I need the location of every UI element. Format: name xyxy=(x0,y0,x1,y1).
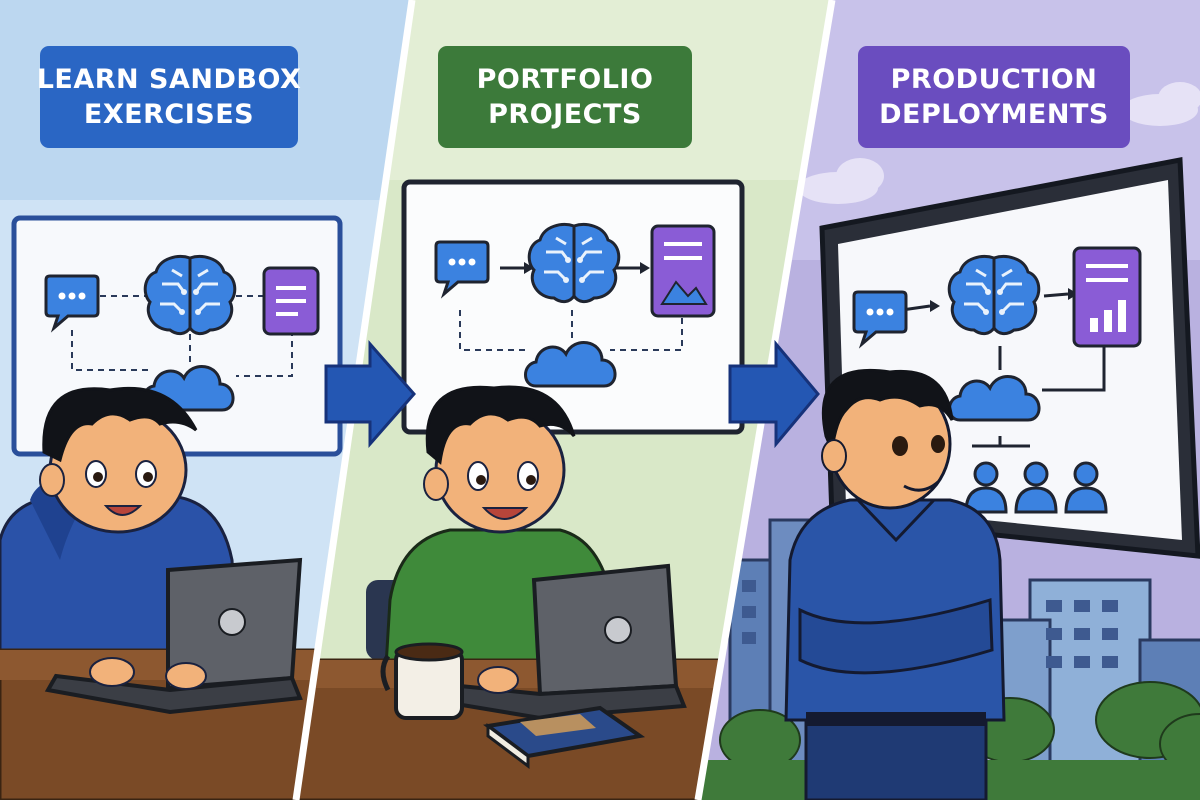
title-line: LEARN SANDBOX xyxy=(36,64,302,95)
laptop-icon xyxy=(44,557,303,715)
title-line: DEPLOYMENTS xyxy=(879,99,1109,130)
title-line: PORTFOLIO xyxy=(476,64,654,95)
notebook-icon xyxy=(483,705,646,769)
users-icon xyxy=(964,461,1108,514)
brain-icon xyxy=(947,255,1041,336)
brain-icon xyxy=(527,223,621,304)
chart-document-icon xyxy=(1072,246,1142,348)
coffee-mug-icon xyxy=(380,642,464,720)
diagram-board xyxy=(401,179,745,435)
title-portfolio-projects: PORTFOLIO PROJECTS xyxy=(438,46,692,148)
brain-icon xyxy=(143,255,237,336)
title-line: PROJECTS xyxy=(488,99,642,130)
professional-crossed-arms xyxy=(784,368,1006,800)
arrow-right-icon xyxy=(728,339,820,449)
title-line: EXERCISES xyxy=(83,99,255,130)
image-document-icon xyxy=(650,224,716,318)
document-icon xyxy=(262,266,320,336)
title-learn-sandbox: LEARN SANDBOX EXERCISES xyxy=(37,46,301,148)
laptop-icon xyxy=(429,563,687,721)
title-line: PRODUCTION xyxy=(890,64,1098,95)
title-production-deployments: PRODUCTION DEPLOYMENTS xyxy=(858,46,1130,148)
arrow-right-icon xyxy=(324,340,416,448)
sky-cloud-icon xyxy=(798,82,1200,204)
